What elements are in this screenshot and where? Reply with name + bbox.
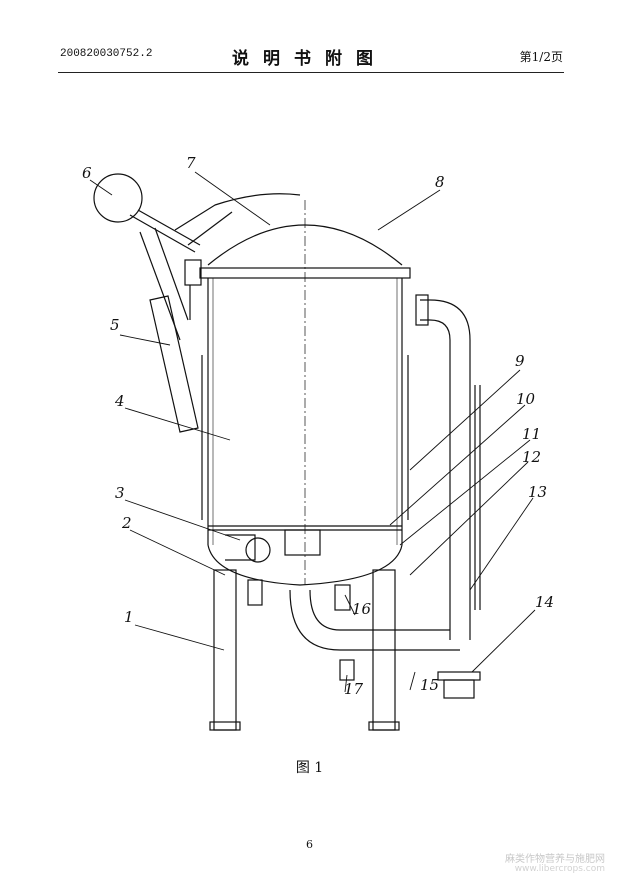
label-5: 5 — [110, 316, 120, 334]
label-12: 12 — [522, 448, 541, 466]
label-17: 17 — [344, 680, 364, 698]
page-title: 说明书附图 — [232, 49, 387, 69]
label-15: 15 — [420, 676, 439, 694]
part-labels: 6 7 8 5 4 3 2 1 9 10 11 12 13 14 15 16 1… — [82, 154, 554, 698]
label-11: 11 — [522, 425, 541, 443]
header-rule — [58, 72, 564, 73]
figure-caption: 图 1 — [295, 760, 324, 776]
lid-assembly — [93, 173, 301, 320]
label-6: 6 — [82, 164, 92, 182]
circulation-pipe — [289, 294, 481, 699]
label-8: 8 — [435, 173, 445, 191]
watermark-text: 麻类作物营养与施肥网 — [505, 854, 605, 865]
jacket — [201, 355, 409, 520]
label-4: 4 — [114, 392, 125, 410]
label-16: 16 — [352, 600, 372, 618]
label-1: 1 — [124, 608, 134, 626]
label-13: 13 — [528, 483, 547, 501]
page-number: 6 — [306, 838, 313, 851]
label-14: 14 — [535, 593, 554, 611]
label-2: 2 — [121, 514, 132, 532]
watermark-url: www.libercrops.com — [514, 864, 605, 874]
sheet-number: 第1/2页 — [519, 50, 563, 64]
label-9: 9 — [515, 352, 525, 370]
hydraulic-cylinder — [139, 227, 199, 433]
label-7: 7 — [186, 154, 196, 172]
vessel-shell — [199, 200, 411, 586]
application-number: 200820030752.2 — [60, 48, 153, 60]
leader-lines — [89, 171, 536, 693]
label-10: 10 — [516, 390, 536, 408]
screen-plate — [208, 525, 402, 563]
label-3: 3 — [115, 484, 125, 502]
